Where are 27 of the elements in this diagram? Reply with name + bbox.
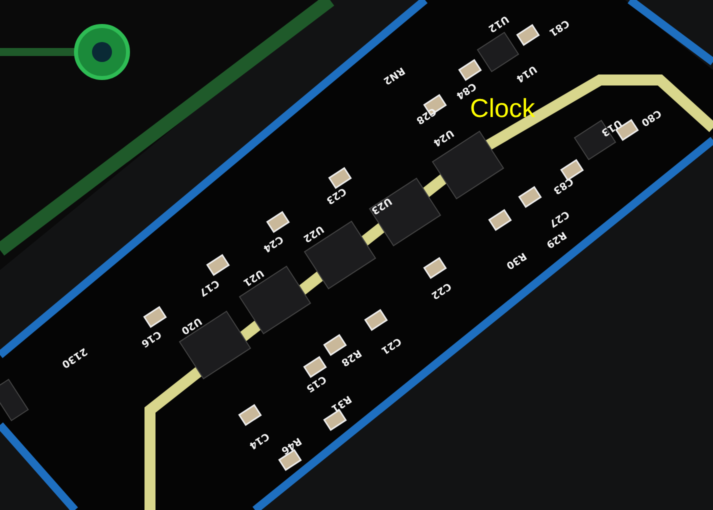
silkscreen-label: C16 [139, 328, 162, 348]
silkscreen-label: U21 [241, 266, 265, 288]
silkscreen-label: R30 [504, 250, 528, 270]
silkscreen-label: C80 [639, 107, 662, 127]
silkscreen-label: RN2 [381, 64, 406, 86]
silkscreen-label: C15 [304, 373, 328, 393]
silkscreen-label: U23 [369, 194, 393, 216]
silkscreen-label: C81 [547, 17, 570, 37]
silkscreen-label: R28 [339, 346, 363, 368]
silkscreen-label: C83 [551, 175, 574, 195]
silkscreen-label: U20 [179, 314, 203, 336]
silkscreen-label: C28 [414, 105, 438, 125]
silkscreen-label: U12 [486, 12, 510, 34]
silkscreen-label: C17 [197, 277, 220, 297]
silkscreen-label: U22 [301, 222, 325, 244]
silkscreen-label: C21 [379, 335, 402, 355]
silkscreen-label: R31 [329, 392, 353, 414]
silkscreen-label: R29 [544, 228, 568, 250]
silkscreen-label: C27 [547, 208, 570, 228]
silkscreen-label: C23 [324, 185, 348, 205]
silkscreen-label: C24 [261, 233, 284, 253]
silkscreen-label: U14 [514, 62, 538, 84]
silkscreen-label: R46 [279, 434, 303, 456]
silkscreen-label: U24 [431, 126, 455, 148]
silkscreen-label: U13 [599, 116, 623, 138]
silkscreen-label: C22 [429, 280, 452, 300]
silkscreen-label: C14 [247, 430, 270, 450]
